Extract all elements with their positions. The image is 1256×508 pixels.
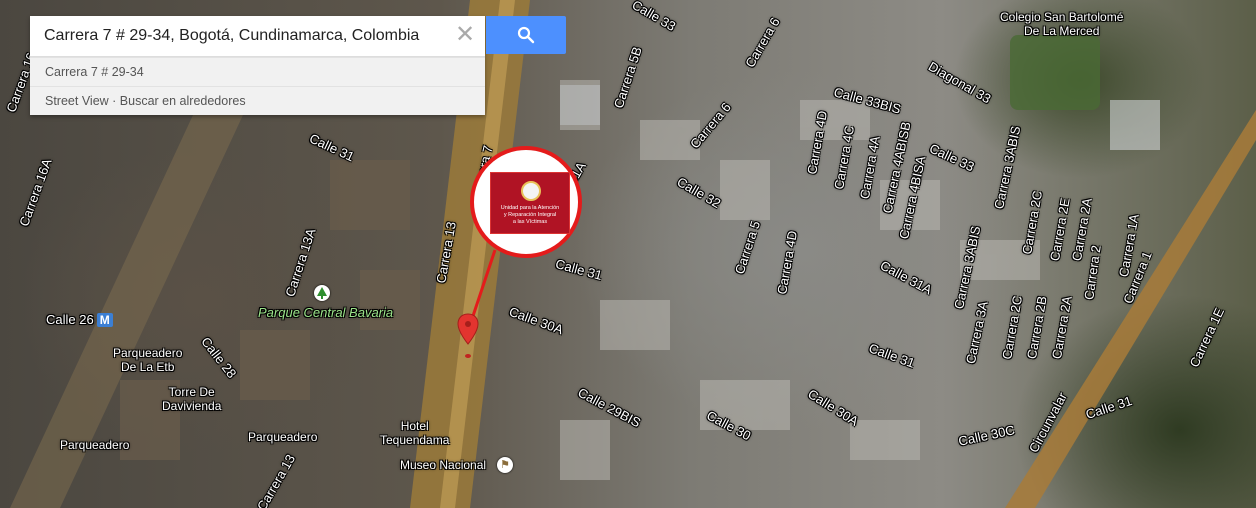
place-label-parqueadero[interactable]: Parqueadero	[248, 430, 318, 444]
search-panel: ✕ Carrera 7 # 29-34 Street View · Buscar…	[30, 16, 485, 115]
place-label-torre[interactable]: Torre De Davivienda	[162, 385, 222, 413]
place-label-hotel[interactable]: Hotel Tequendama	[380, 419, 450, 447]
suggestion-address[interactable]: Carrera 7 # 29-34	[30, 57, 485, 86]
metro-icon: M	[96, 313, 113, 327]
place-label-parque[interactable]: Parque Central Bavaria	[258, 305, 394, 320]
search-input[interactable]	[30, 16, 440, 56]
place-label-parqueadero-etb[interactable]: Parqueadero De La Etb	[113, 346, 183, 374]
search-box: ✕	[30, 16, 485, 57]
close-icon[interactable]: ✕	[454, 21, 476, 48]
suggestion-actions[interactable]: Street View · Buscar en alrededores	[30, 86, 485, 115]
logo-text: Unidad para la Atención y Reparación Int…	[500, 205, 560, 225]
place-label-museo[interactable]: Museo Nacional	[400, 458, 487, 472]
search-icon	[517, 26, 535, 44]
search-button[interactable]	[486, 16, 566, 54]
museum-icon[interactable]: ⚑	[497, 457, 513, 473]
victims-unit-logo: Unidad para la Atención y Reparación Int…	[490, 172, 570, 234]
place-label-parqueadero[interactable]: Parqueadero	[60, 438, 130, 452]
coat-of-arms-icon	[521, 181, 541, 201]
place-label-colegio[interactable]: Colegio San Bartolomé De La Merced	[1000, 10, 1124, 38]
park-tree-icon[interactable]	[314, 285, 330, 301]
callout-bubble: Unidad para la Atención y Reparación Int…	[470, 146, 582, 258]
map-pin-icon[interactable]	[456, 312, 480, 362]
